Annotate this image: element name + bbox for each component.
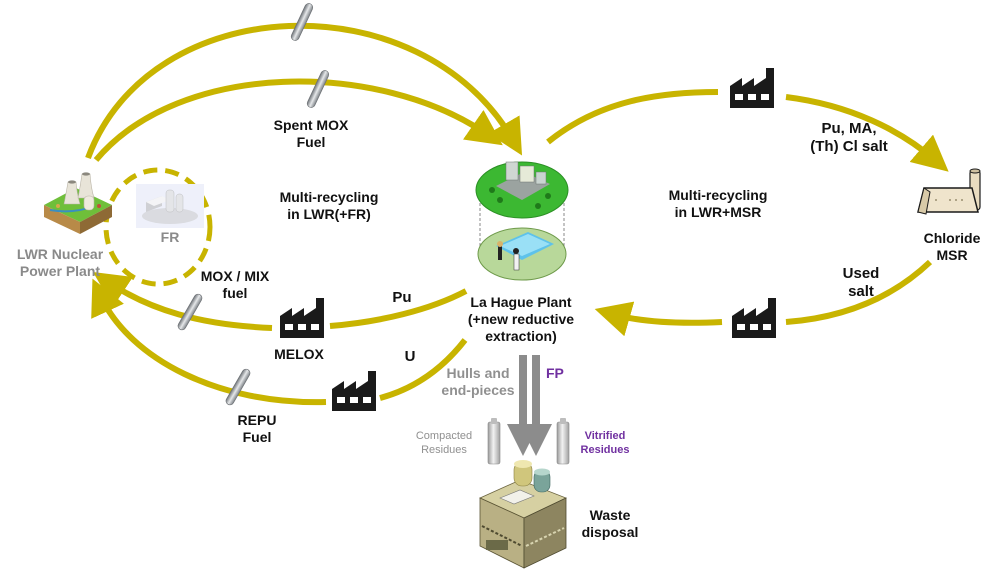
fast-reactor-icon xyxy=(136,184,204,228)
la-hague-label: La Hague Plant (+new reductive extractio… xyxy=(467,294,575,344)
lwr-plant-label: LWR Nuclear Power Plant xyxy=(16,246,104,279)
flow-arrow-u xyxy=(379,338,468,401)
hulls-end-pieces-label: Hulls and end-pieces xyxy=(441,365,515,398)
fr-label: FR xyxy=(160,229,180,245)
compacted-residues-label: Compacted Residues xyxy=(415,430,473,456)
flow-arrow-repu-to-lwr xyxy=(91,278,327,406)
flow-arrow-pu xyxy=(329,288,468,329)
spent-mox-label: Spent MOX Fuel xyxy=(273,117,349,150)
compacted-residue-canister-icon xyxy=(487,418,501,465)
u-label: U xyxy=(404,348,416,365)
multi-recycling-lwr-fr-label: Multi-recycling in LWR(+FR) xyxy=(279,189,379,222)
repu-fuel-label: REPU Fuel xyxy=(237,412,277,445)
pu-ma-cl-salt-label: Pu, MA, (Th) Cl salt xyxy=(810,120,888,155)
fp-label: FP xyxy=(546,365,564,381)
pu-label: Pu xyxy=(392,289,412,306)
flow-arrow-lwr-to-lahague-outer xyxy=(85,22,523,160)
fuel-rod-icon xyxy=(305,68,331,110)
flow-arrow-factory-to-lahague xyxy=(594,301,723,337)
factory-icon xyxy=(332,371,376,411)
fuel-rod-icon xyxy=(289,1,315,43)
vitrified-residues-label: Vitrified Residues xyxy=(580,430,630,456)
vitrified-residue-canister-icon xyxy=(556,418,570,465)
factory-icon xyxy=(732,298,776,338)
molten-salt-reactor-icon xyxy=(917,168,981,215)
flow-arrow-lahague-to-factory xyxy=(546,89,719,145)
flow-arrow-factory-to-msr xyxy=(785,94,949,172)
mox-mix-fuel-label: MOX / MIX fuel xyxy=(200,268,270,301)
flow-arrow-spent-mox xyxy=(93,78,503,162)
waste-disposal-label: Waste disposal xyxy=(581,507,639,540)
multi-recycling-lwr-msr-label: Multi-recycling in LWR+MSR xyxy=(668,187,768,220)
nuclear-power-plant-icon xyxy=(44,172,112,234)
used-salt-label: Used salt xyxy=(842,265,880,300)
fr-loop xyxy=(103,167,213,287)
reprocessing-plant-icon xyxy=(475,161,569,281)
waste-disposal-facility-icon xyxy=(479,460,568,569)
factory-icon xyxy=(730,68,774,108)
factory-icon xyxy=(280,298,324,338)
flow-arrow-msr-to-factory xyxy=(785,259,933,325)
chloride-msr-label: Chloride MSR xyxy=(923,230,981,263)
melox-label: MELOX xyxy=(274,346,324,362)
fuel-rod-icon xyxy=(224,367,252,407)
